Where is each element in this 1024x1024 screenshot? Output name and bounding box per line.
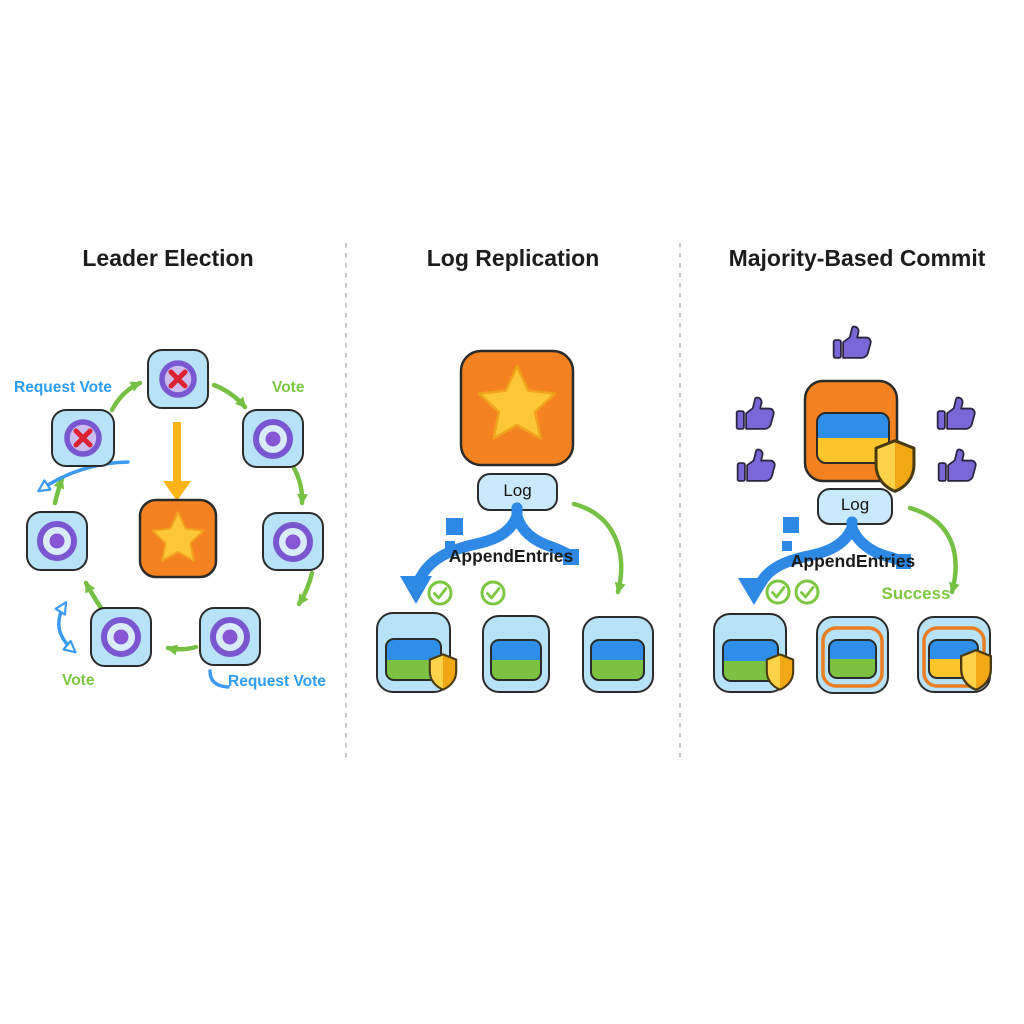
star-icon [477,364,557,440]
request-vote-label-bottom: Request Vote [228,673,326,690]
elected-leader-node [138,498,218,579]
check-circle-icon [794,579,820,605]
arrowhead [738,578,770,605]
request-vote-arrows [37,460,230,689]
follower-nodes [713,613,993,694]
thumbs-up-icon [832,325,872,359]
log-packet [782,541,792,551]
vote-label-top: Vote [272,379,305,396]
star-icon [151,511,205,562]
leader-node [803,379,916,493]
log-packet [563,549,579,565]
request-vote-curve [37,460,130,493]
thumbs-up-icon [735,396,775,430]
shield-icon [428,653,458,691]
thumbs-up-icon [937,448,977,482]
check-circle-icon [480,580,506,606]
log-entries [590,639,645,681]
log-packet [783,517,799,533]
log-entries [490,639,542,681]
append-entries-arrows [400,502,579,604]
panel-title-leader-election: Leader Election [82,245,254,271]
log-packet [445,541,455,551]
vote-arrow [296,570,315,607]
label-connector-curve [208,669,230,689]
target-circle-icon [40,524,74,558]
commit-ring [821,626,884,688]
vote-arrow [165,644,199,656]
target-circle-icon [256,422,290,456]
success-label: Success [881,584,951,603]
vote-arrow [291,465,308,506]
append-entries-label: AppendEntries [790,551,916,571]
log-packet [446,518,463,535]
x-circle-icon [162,363,194,395]
request-vote-arrow [109,380,143,413]
target-circle-icon [213,620,247,654]
leader-election-graphic [26,349,324,689]
panel-title-log-replication: Log Replication [426,245,600,271]
vote-arrow [52,476,65,506]
target-circle-icon [104,620,138,654]
log-box-label: Log [840,495,870,514]
shield-icon [959,649,993,691]
shield-icon [874,439,916,493]
target-circle-icon [276,525,310,559]
check-circle-icon [765,579,791,605]
check-circle-icon [427,580,453,606]
append-entries-arrows [738,516,911,605]
log-replication-graphic [376,349,654,693]
request-vote-double-arrow [54,601,77,654]
request-vote-label-top: Request Vote [14,379,112,396]
append-entries-label: AppendEntries [448,546,574,566]
thumbs-up-icon [936,396,976,430]
vote-arrow [211,382,248,410]
arrowhead [400,576,432,604]
panel-title-majority-commit: Majority-Based Commit [728,245,986,271]
thumbs-up-icon [736,448,776,482]
majority-commit-graphic [713,325,993,694]
log-entries [828,639,877,679]
replication-arrow [571,501,626,595]
shield-icon [765,653,795,691]
log-packet [896,554,911,569]
election-nodes [26,349,324,667]
leader-node [459,349,575,467]
success-arrow [907,505,960,595]
follower-nodes [376,612,654,693]
x-circle-icon [67,422,99,454]
vote-arrow [83,580,106,614]
log-entries [816,412,890,464]
election-arrow [163,422,191,501]
vote-label-bottom: Vote [62,672,95,689]
log-box-label: Log [503,481,532,500]
